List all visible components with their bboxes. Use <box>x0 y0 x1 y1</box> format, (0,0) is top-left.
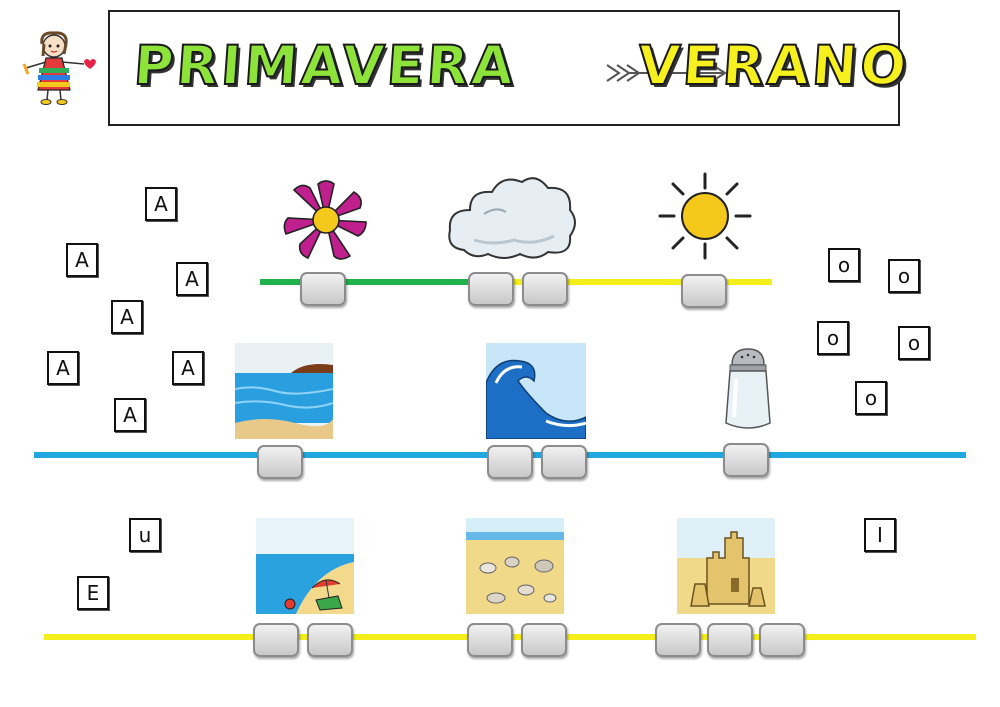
letter-tile-a[interactable]: A <box>172 351 204 385</box>
title-banner: PRIMAVERA VERANO <box>108 10 912 126</box>
letter-tile-a[interactable]: A <box>111 300 143 334</box>
letter-tile-o[interactable]: o <box>828 248 860 282</box>
answer-slot-sand-1[interactable] <box>467 623 513 657</box>
answer-slot-sea-1[interactable] <box>257 445 303 479</box>
letter-tile-i[interactable]: I <box>864 518 896 552</box>
girl-mascot-icon <box>20 28 100 108</box>
answer-slot-castle-2[interactable] <box>707 623 753 657</box>
letter-tile-a[interactable]: A <box>47 351 79 385</box>
title-word-verano: VERANO <box>635 33 913 98</box>
answer-slot-sun-1[interactable] <box>681 274 727 308</box>
arrow-right-icon <box>606 63 727 83</box>
letter-tile-a[interactable]: A <box>176 262 208 296</box>
answer-slot-cloud-1[interactable] <box>468 272 514 306</box>
letter-tile-o[interactable]: o <box>817 321 849 355</box>
salt-shaker-picture <box>720 345 776 435</box>
line-yellow-top <box>470 279 772 285</box>
letter-tile-u[interactable]: u <box>129 518 161 552</box>
answer-slot-castle-3[interactable] <box>759 623 805 657</box>
letter-tile-o[interactable]: o <box>888 259 920 293</box>
letter-tile-o[interactable]: o <box>855 381 887 415</box>
answer-slot-wave-2[interactable] <box>541 445 587 479</box>
beach-picture <box>256 518 354 614</box>
wave-picture <box>486 343 586 439</box>
answer-slot-beach-2[interactable] <box>307 623 353 657</box>
sun-icon <box>656 170 754 262</box>
answer-slot-beach-1[interactable] <box>253 623 299 657</box>
answer-slot-castle-1[interactable] <box>655 623 701 657</box>
letter-tile-a[interactable]: A <box>145 187 177 221</box>
sandcastle-picture <box>677 518 775 614</box>
answer-slot-sand-2[interactable] <box>521 623 567 657</box>
letter-tile-o[interactable]: o <box>898 326 930 360</box>
cloud-icon <box>444 170 580 262</box>
flower-icon <box>280 178 372 262</box>
line-green <box>260 279 470 285</box>
answer-slot-wave-1[interactable] <box>487 445 533 479</box>
sand-shells-picture <box>466 518 564 614</box>
title-word-primavera: PRIMAVERA <box>131 33 520 98</box>
answer-slot-salt-1[interactable] <box>723 443 769 477</box>
letter-tile-a[interactable]: A <box>66 243 98 277</box>
sea-picture <box>235 343 333 439</box>
letter-tile-a[interactable]: A <box>114 398 146 432</box>
letter-tile-e[interactable]: E <box>77 576 109 610</box>
answer-slot-flower-1[interactable] <box>300 272 346 306</box>
answer-slot-cloud-2[interactable] <box>522 272 568 306</box>
